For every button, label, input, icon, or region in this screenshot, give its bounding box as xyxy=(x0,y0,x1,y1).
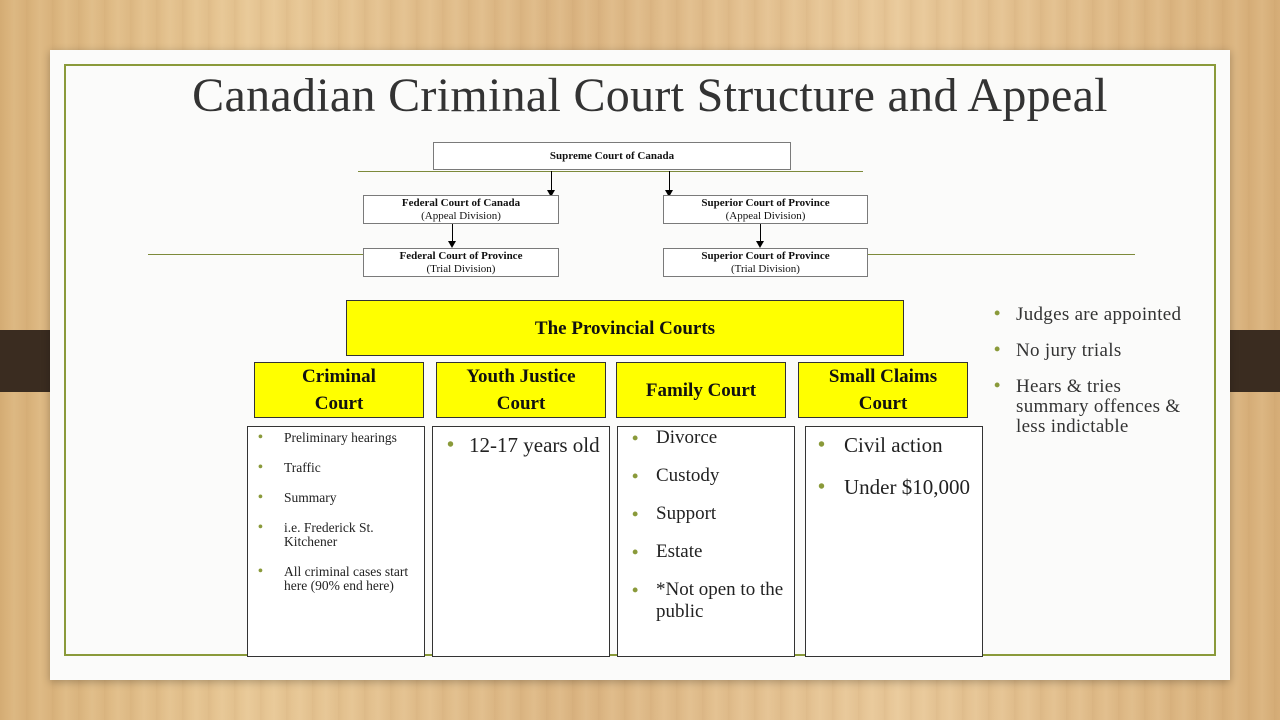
criminal-court-header: Criminal Court xyxy=(254,362,424,418)
criminal-court-list: Preliminary hearings Traffic Summary i.e… xyxy=(247,426,425,657)
small-claims-court-list: Civil action Under $10,000 xyxy=(805,426,983,657)
superior-appeal-sub: (Appeal Division) xyxy=(725,210,806,222)
family-court-label: Family Court xyxy=(645,379,757,401)
side-notes: Judges are appointed No jury trials Hear… xyxy=(994,303,1184,453)
federal-trial-box: Federal Court of Province (Trial Divisio… xyxy=(363,248,559,277)
list-item: Summary xyxy=(248,491,424,506)
small-claims-court-label: Small Claims Court xyxy=(828,366,938,414)
youth-court-list: 12-17 years old xyxy=(432,426,610,657)
federal-trial-name: Federal Court of Province xyxy=(399,250,523,262)
arrow-superior-appeal-to-trial xyxy=(756,224,764,248)
superior-appeal-name: Superior Court of Province xyxy=(701,197,830,209)
right-divider-line xyxy=(868,254,1135,255)
arrow-supreme-to-superior xyxy=(665,171,673,197)
list-item: *Not open to the public xyxy=(618,579,794,623)
youth-court-label: Youth Justice Court xyxy=(466,366,576,414)
supreme-court-box: Supreme Court of Canada xyxy=(433,142,791,170)
list-item: 12-17 years old xyxy=(433,430,609,460)
list-item: Support xyxy=(618,503,794,525)
list-item: Estate xyxy=(618,541,794,563)
list-item: Under $10,000 xyxy=(806,472,982,502)
federal-appeal-name: Federal Court of Canada xyxy=(401,197,521,209)
list-item: Preliminary hearings xyxy=(248,431,424,446)
list-item: Traffic xyxy=(248,461,424,476)
federal-appeal-sub: (Appeal Division) xyxy=(421,210,501,222)
supreme-court-label: Supreme Court of Canada xyxy=(549,150,675,162)
arrow-supreme-to-federal xyxy=(547,171,555,197)
slide-title: Canadian Criminal Court Structure and Ap… xyxy=(192,69,1108,122)
superior-appeal-box: Superior Court of Province (Appeal Divis… xyxy=(663,195,868,224)
list-item: All criminal cases start here (90% end h… xyxy=(248,565,424,593)
org-connector-line xyxy=(358,171,863,172)
side-note: Hears & tries summary offences & less in… xyxy=(994,375,1184,437)
criminal-court-label: Criminal Court xyxy=(302,366,376,414)
left-divider-line xyxy=(148,254,363,255)
list-item: i.e. Frederick St. Kitchener xyxy=(248,521,424,549)
list-item: Civil action xyxy=(806,430,982,460)
family-court-list: Divorce Custody Support Estate *Not open… xyxy=(617,426,795,657)
superior-trial-name: Superior Court of Province xyxy=(701,250,830,262)
superior-trial-sub: (Trial Division) xyxy=(731,263,800,275)
side-note: Judges are appointed xyxy=(994,303,1184,325)
superior-trial-box: Superior Court of Province (Trial Divisi… xyxy=(663,248,868,277)
federal-appeal-box: Federal Court of Canada (Appeal Division… xyxy=(363,195,559,224)
youth-court-header: Youth Justice Court xyxy=(436,362,606,418)
list-item: Custody xyxy=(618,465,794,487)
provincial-courts-header: The Provincial Courts xyxy=(346,300,904,356)
side-note: No jury trials xyxy=(994,339,1184,361)
family-court-header: Family Court xyxy=(616,362,786,418)
small-claims-court-header: Small Claims Court xyxy=(798,362,968,418)
federal-trial-sub: (Trial Division) xyxy=(426,263,496,275)
list-item: Divorce xyxy=(618,427,794,449)
arrow-federal-appeal-to-trial xyxy=(448,224,456,248)
